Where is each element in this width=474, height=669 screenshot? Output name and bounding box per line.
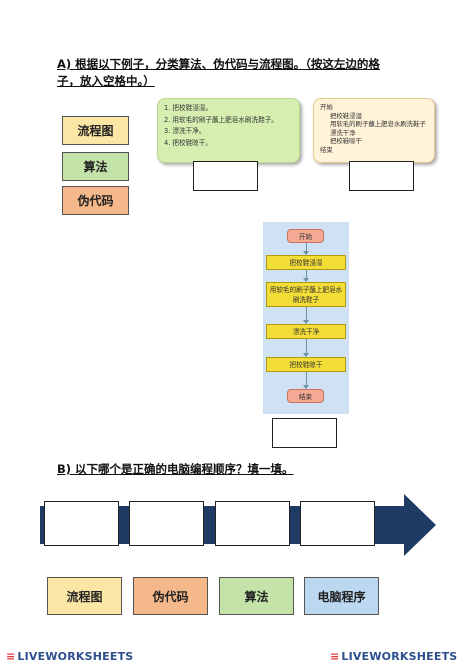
flowchart-arrow	[303, 270, 309, 282]
label-pseudocode[interactable]: 伪代码	[62, 186, 129, 215]
label-pseudocode-b[interactable]: 伪代码	[133, 577, 208, 615]
flowchart-arrow	[303, 339, 309, 357]
liveworksheets-logo-right: ≡LIVEWORKSHEETS	[330, 650, 457, 663]
flowchart-step: 漂洗干净	[266, 324, 346, 339]
algorithm-step: 1. 把校鞋浸湿。	[164, 104, 212, 112]
flowchart-step: 把校鞋晾干	[266, 357, 346, 372]
flowchart-end: 结束	[287, 389, 324, 403]
label-algorithm-b[interactable]: 算法	[219, 577, 294, 615]
flowchart-arrow	[303, 243, 309, 255]
label-algorithm[interactable]: 算法	[62, 152, 129, 181]
answer-box-pseudocode[interactable]	[349, 161, 414, 191]
answer-box-algorithm[interactable]	[193, 161, 258, 191]
pseudo-step: 把校鞋晾干	[330, 137, 362, 146]
pseudo-start: 开始	[320, 103, 333, 111]
liveworksheets-mark-icon: ≡	[330, 650, 340, 663]
liveworksheets-logo-left: ≡LIVEWORKSHEETS	[6, 650, 133, 663]
liveworksheets-text: LIVEWORKSHEETS	[17, 650, 134, 663]
flowchart-example: 开始 把校鞋浸湿 用软毛的刷子蘸上肥皂水刷洗鞋子 漂洗干净 把校鞋晾干 结束	[263, 222, 349, 414]
flowchart-arrow	[303, 307, 309, 324]
question-b-text: B) 以下哪个是正确的电脑编程顺序？填一填。	[57, 462, 294, 476]
pseudo-end: 结束	[320, 145, 333, 154]
label-flowchart[interactable]: 流程图	[62, 116, 129, 145]
question-a-title: A) 根据以下例子，分类算法、伪代码与流程图。（按这左边的格 子，放入空格中。）	[57, 56, 417, 90]
answer-box-flowchart[interactable]	[272, 418, 337, 448]
algorithm-step: 3. 漂洗干净。	[164, 127, 206, 135]
flowchart-step: 把校鞋浸湿	[266, 255, 346, 270]
algorithm-step: 4. 把校鞋晾干。	[164, 138, 212, 147]
question-a-line2: 子，放入空格中。）	[57, 74, 155, 88]
answer-box-step-1[interactable]	[44, 501, 119, 546]
question-b-title: B) 以下哪个是正确的电脑编程顺序？填一填。	[57, 461, 417, 478]
answer-box-step-4[interactable]	[300, 501, 375, 546]
flowchart-step: 用软毛的刷子蘸上肥皂水刷洗鞋子	[266, 282, 346, 307]
answer-box-step-3[interactable]	[215, 501, 290, 546]
label-flowchart-b[interactable]: 流程图	[47, 577, 122, 615]
pseudo-step: 用软毛的刷子蘸上肥皂水刷洗鞋子	[330, 120, 426, 129]
pseudo-step: 漂洗干净	[330, 128, 356, 137]
liveworksheets-mark-icon: ≡	[6, 650, 16, 663]
pseudo-step: 把校鞋浸湿	[330, 111, 362, 120]
question-a-line1: A) 根据以下例子，分类算法、伪代码与流程图。（按这左边的格	[57, 57, 380, 71]
answer-box-step-2[interactable]	[129, 501, 204, 546]
flowchart-start: 开始	[287, 229, 324, 243]
label-computer-program-b[interactable]: 电脑程序	[304, 577, 379, 615]
pseudocode-example-card: 开始 把校鞋浸湿 用软毛的刷子蘸上肥皂水刷洗鞋子 漂洗干净 把校鞋晾干 结束	[313, 98, 435, 163]
algorithm-example-card: 1. 把校鞋浸湿。 2. 用软毛的刷子蘸上肥皂水刷洗鞋子。 3. 漂洗干净。 4…	[157, 98, 300, 163]
algorithm-step: 2. 用软毛的刷子蘸上肥皂水刷洗鞋子。	[164, 115, 278, 124]
flowchart-arrow	[303, 372, 309, 389]
liveworksheets-text: LIVEWORKSHEETS	[341, 650, 458, 663]
